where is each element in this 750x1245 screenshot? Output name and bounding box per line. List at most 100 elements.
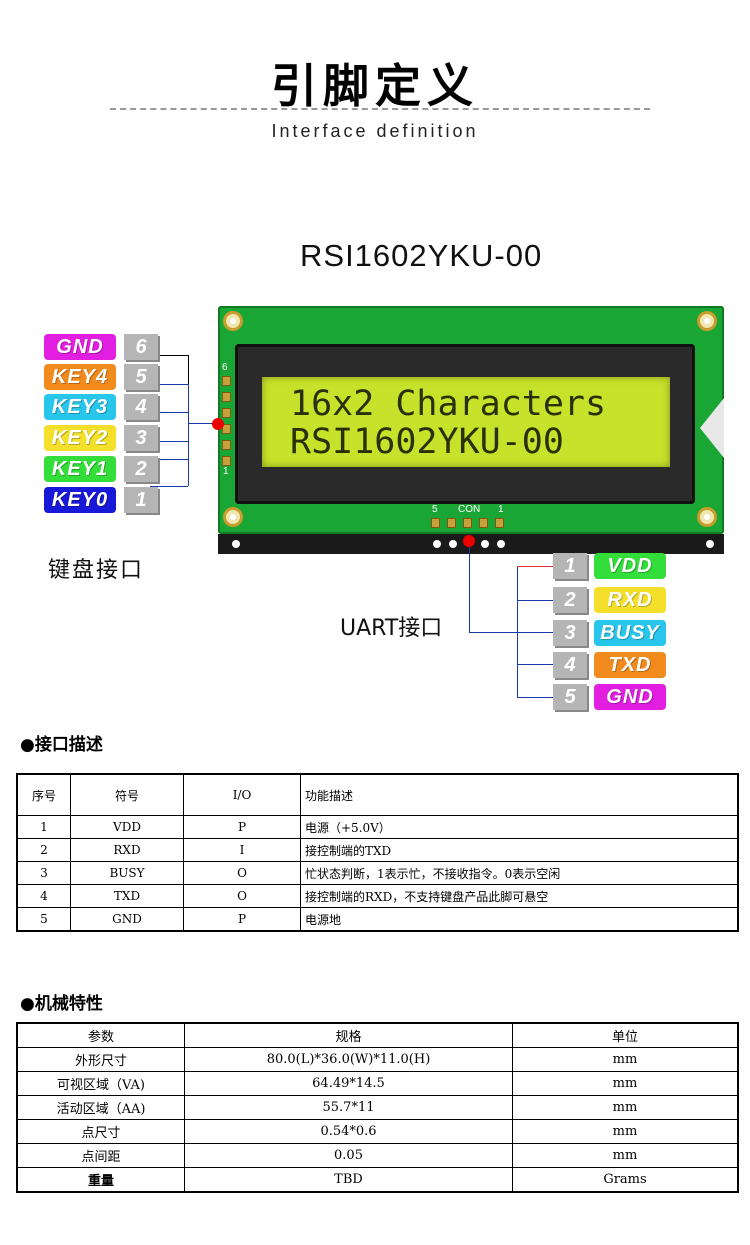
table-cell: 点间距 — [16, 1143, 185, 1168]
title-divider — [110, 108, 650, 110]
uart-pin-number: 4 — [553, 652, 587, 678]
interface-section-heading: ●接口描述 — [20, 735, 103, 755]
table-cell: Grams — [512, 1167, 739, 1193]
table-header-cell: 功能描述 — [300, 773, 739, 816]
connector-pad — [222, 424, 231, 434]
interface-table: 序号 符号 I/O 功能描述 1 VDD P 电源（+5.0V） 2 RXD I… — [16, 773, 739, 932]
connector-pad — [447, 518, 456, 528]
key-pin-name: KEY1 — [44, 456, 116, 482]
mount-hole-icon — [697, 507, 717, 527]
wire — [150, 384, 188, 385]
table-cell: TBD — [184, 1167, 513, 1193]
uart-pin-number: 2 — [553, 587, 587, 613]
table-row: 2 RXD I 接控制端的TXD — [16, 838, 739, 862]
wire — [150, 355, 188, 356]
lcd-screen: 16x2 Characters RSI1602YKU-00 — [262, 377, 670, 467]
uart-pin-name: BUSY — [594, 620, 666, 646]
table-header-cell: I/O — [183, 773, 301, 816]
table-cell: TXD — [70, 884, 184, 908]
table-cell: RXD — [70, 838, 184, 862]
uart-pin-number: 3 — [553, 620, 587, 646]
wire — [517, 566, 518, 697]
lcd-line-2: RSI1602YKU-00 — [290, 422, 564, 462]
table-cell: BUSY — [70, 861, 184, 885]
keyboard-interface-label: 键盘接口 — [48, 558, 145, 583]
wire — [188, 384, 189, 486]
table-header-cell: 参数 — [16, 1022, 185, 1048]
key-pin-name: KEY4 — [44, 364, 116, 390]
wire — [150, 412, 188, 413]
table-cell: 接控制端的TXD — [300, 838, 739, 862]
table-cell: mm — [512, 1095, 739, 1120]
mount-hole-icon — [697, 311, 717, 331]
table-cell: 2 — [16, 838, 71, 862]
page-title: 引脚定义 — [271, 59, 479, 113]
table-cell: mm — [512, 1071, 739, 1096]
table-header-cell: 符号 — [70, 773, 184, 816]
wire — [517, 600, 553, 601]
table-cell: 点尺寸 — [16, 1119, 185, 1144]
table-cell: 忙状态判断，1表示忙，不接收指令。0表示空闲 — [300, 861, 739, 885]
wire — [517, 697, 553, 698]
key-pin-number: 1 — [124, 487, 158, 513]
table-row: 重量 TBD Grams — [16, 1167, 739, 1193]
connector-pad — [222, 456, 231, 466]
wire — [150, 441, 188, 442]
table-cell: P — [183, 815, 301, 839]
wire — [188, 423, 218, 424]
mount-hole-icon — [223, 507, 243, 527]
base-dot — [497, 540, 505, 548]
table-cell: 重量 — [16, 1167, 185, 1193]
table-cell: 1 — [16, 815, 71, 839]
connection-point-icon — [212, 418, 224, 430]
wire — [517, 632, 553, 633]
table-cell: mm — [512, 1119, 739, 1144]
uart-pin-number: 5 — [553, 684, 587, 710]
page-subtitle: Interface definition — [271, 121, 479, 141]
key-pin-number: 2 — [124, 456, 158, 482]
table-cell: 64.49*14.5 — [184, 1071, 513, 1096]
mech-table: 参数 规格 单位 外形尺寸 80.0(L)*36.0(W)*11.0(H) mm… — [16, 1022, 739, 1193]
table-cell: 电源地 — [300, 907, 739, 932]
table-cell: 外形尺寸 — [16, 1047, 185, 1072]
table-header-cell: 序号 — [16, 773, 71, 816]
wire — [150, 459, 188, 460]
wire — [150, 486, 188, 487]
key-pin-number: 3 — [124, 425, 158, 451]
uart-pin-name: RXD — [594, 587, 666, 613]
side-pin-top-label: 6 — [222, 362, 228, 373]
uart-pin-name: VDD — [594, 553, 666, 579]
connector-pad — [463, 518, 472, 528]
uart-pin-name: GND — [594, 684, 666, 710]
lcd-line-1: 16x2 Characters — [290, 384, 607, 424]
table-row: 外形尺寸 80.0(L)*36.0(W)*11.0(H) mm — [16, 1047, 739, 1072]
table-cell: 接控制端的RXD，不支持键盘产品此脚可悬空 — [300, 884, 739, 908]
table-cell: 0.05 — [184, 1143, 513, 1168]
table-cell: 可视区域（VA) — [16, 1071, 185, 1096]
table-header-cell: 规格 — [184, 1022, 513, 1048]
con-pin-right-label: 1 — [498, 504, 504, 515]
connector-pad — [431, 518, 440, 528]
table-cell: I — [183, 838, 301, 862]
mech-section-heading: ●机械特性 — [20, 994, 103, 1014]
uart-pin-name: TXD — [594, 652, 666, 678]
key-pin-number: 4 — [124, 394, 158, 420]
key-pin-name: GND — [44, 334, 116, 360]
con-label: CON — [458, 504, 481, 515]
base-dot — [232, 540, 240, 548]
table-row: 4 TXD O 接控制端的RXD，不支持键盘产品此脚可悬空 — [16, 884, 739, 908]
key-pin-number: 5 — [124, 364, 158, 390]
mount-hole-icon — [223, 311, 243, 331]
table-row: 1 VDD P 电源（+5.0V） — [16, 815, 739, 839]
base-dot — [449, 540, 457, 548]
connector-pad — [495, 518, 504, 528]
base-dot — [433, 540, 441, 548]
uart-pin-number: 1 — [553, 553, 587, 579]
table-cell: mm — [512, 1047, 739, 1072]
table-cell: 4 — [16, 884, 71, 908]
table-row: 点间距 0.05 mm — [16, 1143, 739, 1168]
base-dot — [706, 540, 714, 548]
connector-pad — [222, 392, 231, 402]
table-cell: P — [183, 907, 301, 932]
key-pin-name: KEY0 — [44, 487, 116, 513]
